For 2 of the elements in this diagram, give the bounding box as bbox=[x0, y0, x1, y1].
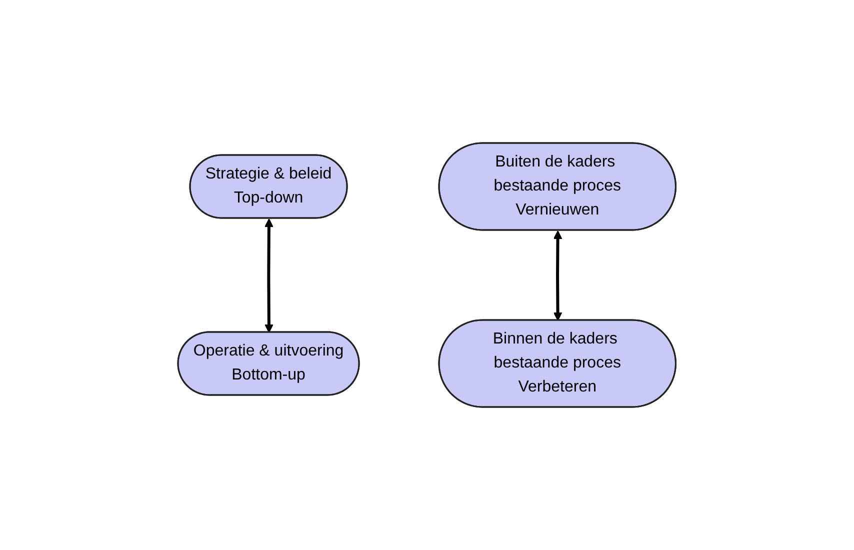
arrow bbox=[554, 230, 562, 321]
arrow bbox=[264, 218, 274, 333]
